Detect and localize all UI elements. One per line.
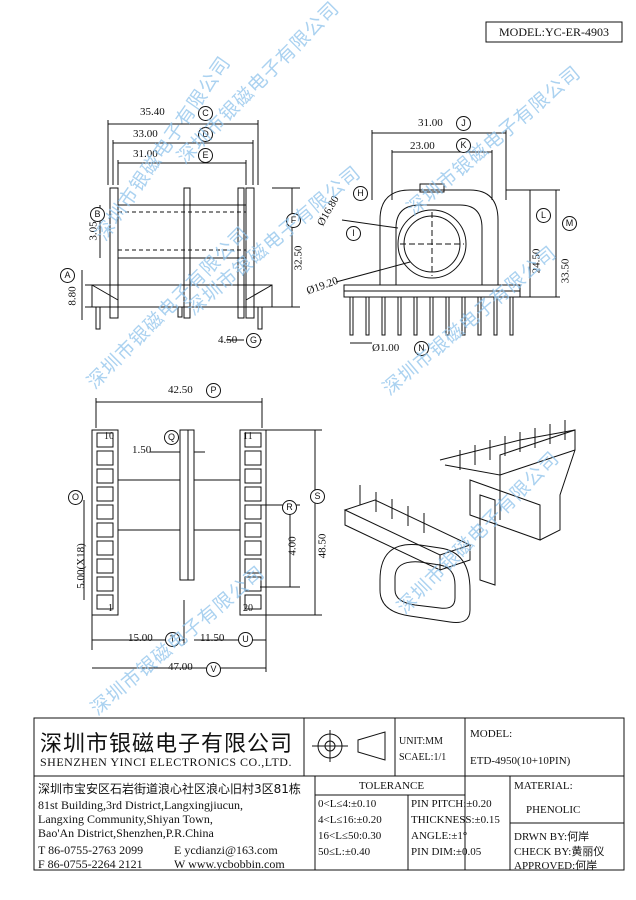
material-label: MATERIAL: <box>514 780 573 792</box>
ref-m: M <box>562 216 577 231</box>
dim-47-00: 47.00 <box>168 661 193 673</box>
ref-u: U <box>238 632 253 647</box>
ref-j: J <box>456 116 471 131</box>
dim-31-00: 31.00 <box>133 148 158 160</box>
dim-side-23-00: 23.00 <box>410 140 435 152</box>
pin-holes <box>96 432 262 610</box>
ref-h: H <box>353 186 368 201</box>
dim-dia-1-00: Ø1.00 <box>372 342 400 354</box>
address-en-2: Langxing Community,Shiyan Town, <box>38 812 213 826</box>
address-en-1: 81st Building,3rd District,Langxingjiucu… <box>38 798 243 812</box>
tolerance-title: TOLERANCE <box>358 780 425 792</box>
tol-right-2: THICKNESS:±0.15 <box>411 814 500 826</box>
drawn-by: DRWN BY:何岸 <box>514 831 590 843</box>
pin-label-1: 1 <box>108 603 113 614</box>
ref-d: D <box>198 127 213 142</box>
tol-left-3: 16<L≤50:0.30 <box>318 830 382 842</box>
address-cn: 深圳市宝安区石岩街道浪心社区浪心旧村3区81栋 <box>38 782 301 796</box>
front-view <box>81 120 300 341</box>
ref-b: B <box>90 207 105 222</box>
tol-left-1: 0<L≤4:±0.10 <box>318 798 377 810</box>
dim-48-50: 48.50 <box>316 533 329 559</box>
fax: F 86-0755-2264 2121 <box>38 857 143 871</box>
dim-15-00: 15.00 <box>128 632 153 644</box>
dim-side-31-00: 31.00 <box>418 117 443 129</box>
ref-p: P <box>206 383 221 398</box>
pin-label-20: 20 <box>243 603 253 614</box>
dim-4-50: 4.50 <box>218 334 238 346</box>
tol-right-3: ANGLE:±1° <box>411 830 468 842</box>
model-header: MODEL:YC-ER-4903 <box>499 25 609 39</box>
email: E ycdianzi@163.com <box>174 843 278 857</box>
ref-c: C <box>198 106 213 121</box>
pin-label-11: 11 <box>243 431 253 442</box>
dim-42-50: 42.50 <box>168 384 193 396</box>
tel: T 86-0755-2763 2099 <box>38 843 144 857</box>
ref-l: L <box>536 208 551 223</box>
ref-o: O <box>68 490 83 505</box>
ref-i: I <box>346 226 361 241</box>
dim-5-00-x18: 5.00(X18) <box>74 543 87 589</box>
scale: SCAEL:1/1 <box>399 752 447 763</box>
tol-left-4: 50≤L:±0.40 <box>318 846 371 858</box>
ref-q: Q <box>164 430 179 445</box>
dim-33-50: 33.50 <box>559 258 572 284</box>
company-name-cn: 深圳市银磁电子有限公司 <box>40 732 294 757</box>
model-header-box <box>485 21 623 43</box>
company-name-en: SHENZHEN YINCI ELECTRONICS CO.,LTD. <box>40 755 292 769</box>
ref-k: K <box>456 138 471 153</box>
ref-f: F <box>286 213 301 228</box>
ref-r: R <box>282 500 297 515</box>
dim-35-40: 35.40 <box>140 106 165 118</box>
ref-e: E <box>198 148 213 163</box>
ref-s: S <box>310 489 325 504</box>
ref-g: G <box>246 333 261 348</box>
ref-n: N <box>414 341 429 356</box>
side-view <box>335 130 560 344</box>
approved-by: APPROVED:何岸 <box>514 860 598 872</box>
dim-11-50: 11.50 <box>200 632 225 644</box>
model-value: ETD-4950(10+10PIN) <box>470 755 571 767</box>
tol-left-2: 4<L≤16:±0.20 <box>318 814 382 826</box>
bottom-view <box>83 398 322 672</box>
isometric-view <box>343 420 576 623</box>
dim-1-50: 1.50 <box>132 444 152 456</box>
tol-right-1: PIN PITCH:±0.20 <box>411 798 492 810</box>
website: W www.ycbobbin.com <box>174 857 285 871</box>
ref-a: A <box>60 268 75 283</box>
pin-label-10: 10 <box>104 431 114 442</box>
side-pins <box>349 296 514 336</box>
ref-v: V <box>206 662 221 677</box>
dim-8-80: 8.80 <box>66 286 79 306</box>
title-block-frame <box>33 717 625 871</box>
checked-by: CHECK BY:黄丽仪 <box>514 846 605 858</box>
ref-t: T <box>165 632 180 647</box>
model-label: MODEL: <box>470 728 513 740</box>
dim-33-00: 33.00 <box>133 128 158 140</box>
dim-4-00: 4.00 <box>286 536 299 556</box>
unit: UNIT:MM <box>399 736 443 747</box>
address-en-3: Bao'An District,Shenzhen,P.R.China <box>38 826 214 840</box>
dim-32-50: 32.50 <box>292 245 305 271</box>
tol-right-4: PIN DIM:±0.05 <box>411 846 482 858</box>
material-value: PHENOLIC <box>526 804 581 816</box>
